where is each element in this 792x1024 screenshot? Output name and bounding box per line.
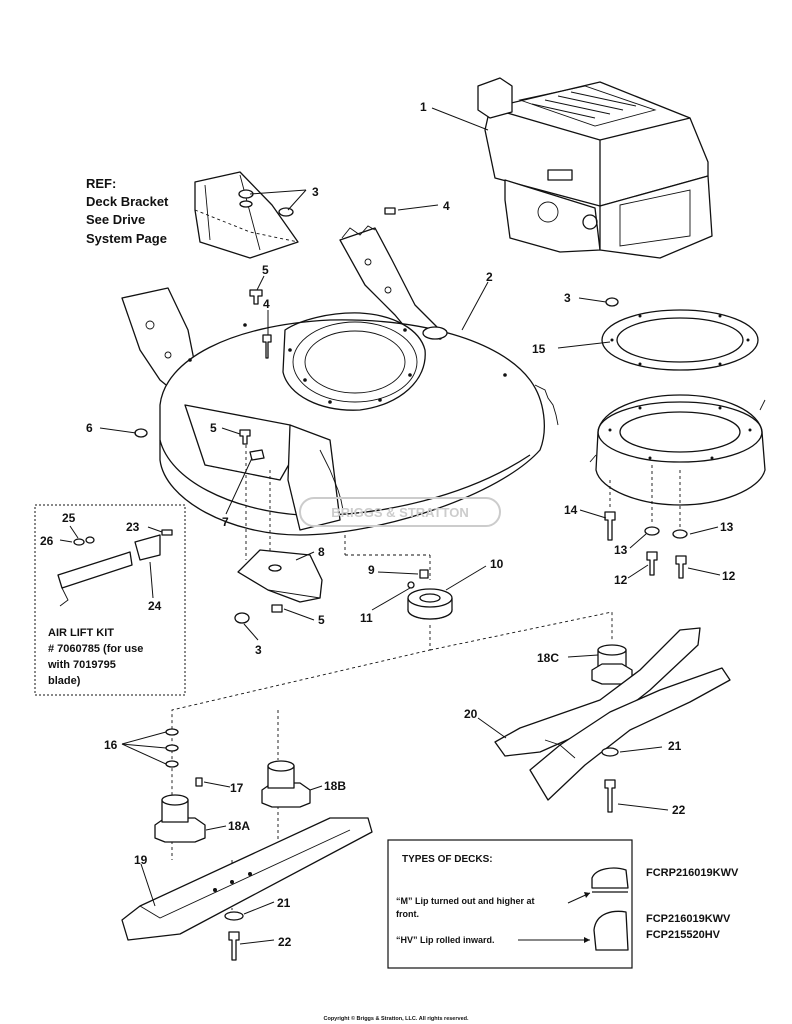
copyright-notice: Copyright © Briggs & Stratton, LLC. All … [323,1015,469,1022]
label-part-4-deck: 4 [263,297,270,311]
ref-note-line-2: Deck Bracket [86,194,169,209]
leader-lines [59,107,721,945]
hardware-right-illustration [604,297,688,579]
label-part-5-top: 5 [262,263,269,277]
air-lift-kit-number: # 7060785 (for use [48,643,143,655]
pulley-illustration [344,535,453,620]
ref-note-line-3: See Drive [86,212,145,227]
label-part-23: 23 [126,520,140,534]
label-part-26: 26 [40,534,54,548]
label-part-22-left: 22 [278,935,292,949]
baffle-illustration [234,549,323,624]
label-part-20: 20 [464,707,478,721]
ref-note-line-4: System Page [86,231,167,246]
hv-deck-model-1: FCP216019KWV [646,913,731,925]
label-part-12-left: 12 [614,573,628,587]
label-part-16: 16 [104,738,118,752]
m-deck-model-1: FCRP216019KWV [646,867,739,879]
label-part-24: 24 [148,599,162,613]
label-part-18b: 18B [324,779,346,793]
label-part-4-top: 4 [443,199,450,213]
air-lift-kit-blade: blade) [48,675,81,687]
label-part-14: 14 [564,503,578,517]
m-deck-description-2: front. [396,909,419,919]
label-part-12-right: 12 [722,569,736,583]
label-part-3-right: 3 [564,291,571,305]
label-part-10: 10 [490,557,504,571]
label-part-21-left: 21 [277,896,291,910]
label-part-18a: 18A [228,819,250,833]
air-lift-kit-title: AIR LIFT KIT [48,627,114,639]
label-part-13-left: 13 [614,543,628,557]
straight-blade-illustration [121,817,373,961]
label-part-21-right: 21 [668,739,682,753]
label-part-25: 25 [62,511,76,525]
label-part-11: 11 [360,611,373,625]
types-of-decks-box: TYPES OF DECKS: “M” Lip turned out and h… [387,839,633,969]
left-blade-assembly-illustration [154,728,311,843]
engine-illustration [477,77,713,259]
types-of-decks-heading: TYPES OF DECKS: [402,854,493,865]
deck-hardware-illustration [134,207,396,560]
ref-note-line-1: REF: [86,176,116,191]
adapter-ring-illustration [601,309,759,371]
brand-watermark: BRIGGS & STRATTON [299,497,501,527]
air-lift-kit-use: with 7019795 [47,659,116,671]
label-part-1: 1 [420,100,427,114]
part-number-labels: 1 3 4 5 2 3 4 15 6 5 7 14 13 13 8 10 9 1… [40,100,736,949]
label-part-3-top: 3 [312,185,319,199]
watermark-text: BRIGGS & STRATTON [331,505,468,520]
m-deck-description-1: “M” Lip turned out and higher at [396,896,535,906]
hv-deck-model-2: FCP215520HV [646,929,721,941]
mower-deck-illustration [159,312,559,536]
label-part-9: 9 [368,563,375,577]
label-part-7: 7 [222,515,229,529]
label-part-2: 2 [486,270,493,284]
label-part-19: 19 [134,853,148,867]
deck-bracket-illustration [194,171,299,259]
label-part-5-deck: 5 [210,421,217,435]
label-part-15: 15 [532,342,546,356]
label-part-5-baffle: 5 [318,613,325,627]
label-part-6: 6 [86,421,93,435]
label-part-17: 17 [230,781,244,795]
label-part-8: 8 [318,545,325,559]
label-part-3-bottom: 3 [255,643,262,657]
air-lift-kit-box: AIR LIFT KIT # 7060785 (for use with 701… [34,504,186,696]
label-part-18c: 18C [537,651,559,665]
label-part-13-right: 13 [720,520,734,534]
label-part-22-right: 22 [672,803,686,817]
hv-deck-description: “HV” Lip rolled inward. [396,935,495,945]
x-blade-illustration [494,627,731,813]
deck-housing-insert-illustration [589,394,766,506]
